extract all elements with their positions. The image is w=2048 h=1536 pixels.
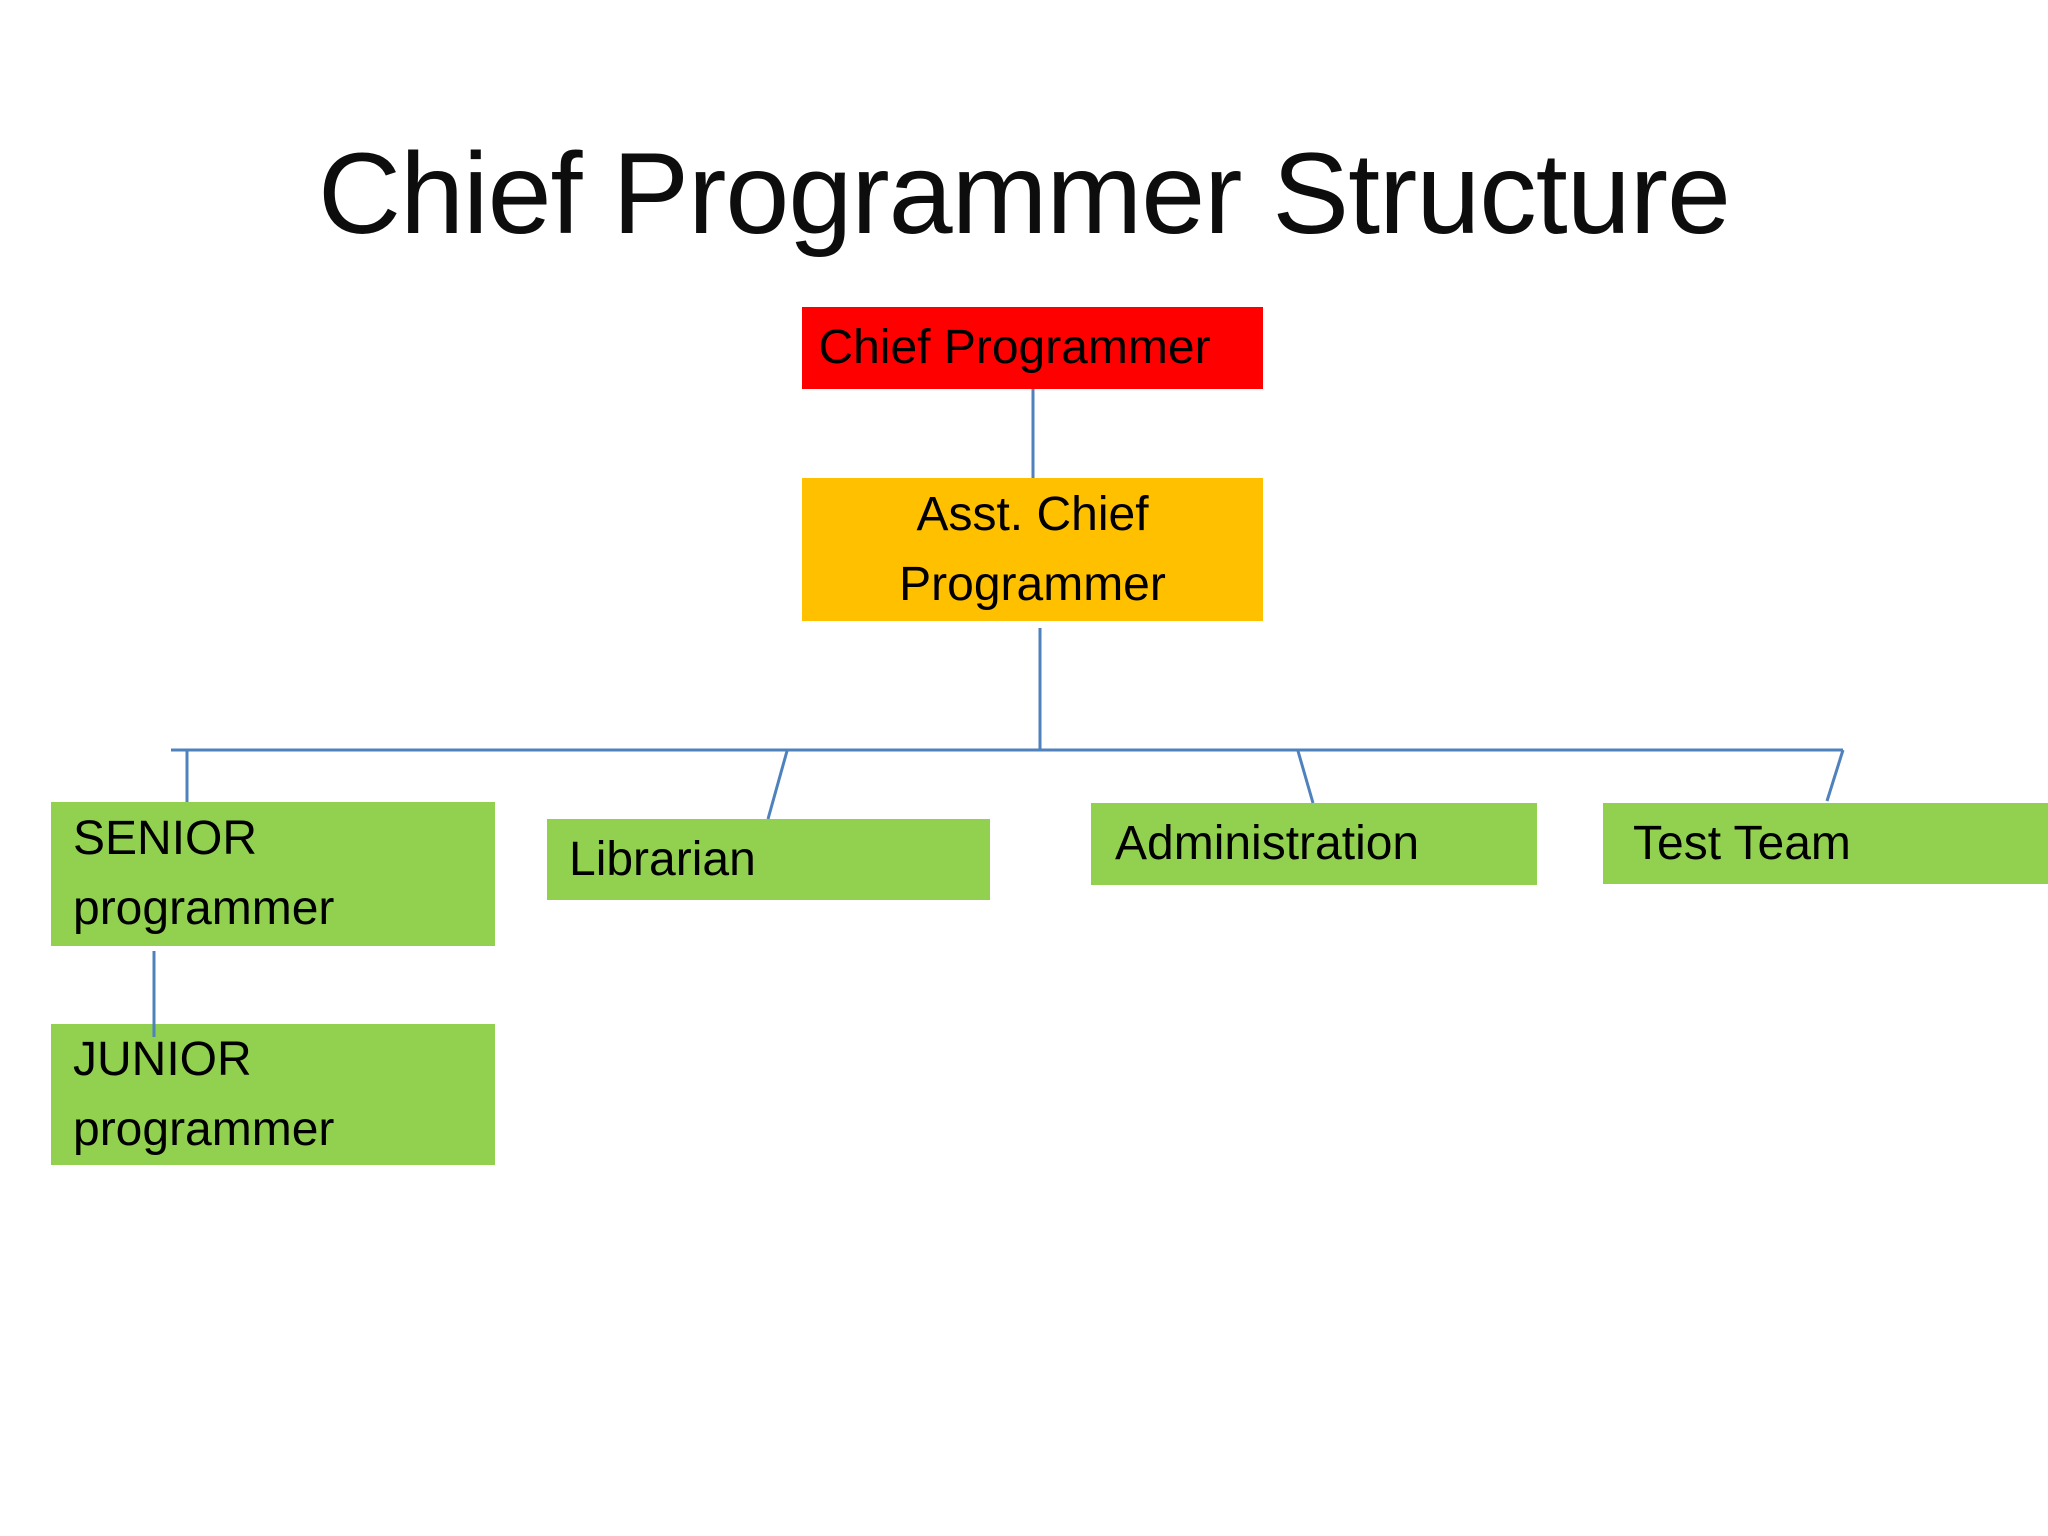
connector-branch-to-test-team xyxy=(1825,749,1845,802)
org-node-senior-programmer: SENIOR programmer xyxy=(51,802,495,946)
org-node-junior-programmer: JUNIOR programmer xyxy=(51,1024,495,1165)
org-node-label: Librarian xyxy=(569,832,756,886)
org-node-administration: Administration xyxy=(1091,803,1537,885)
org-node-asst-chief-programmer: Asst. Chief Programmer xyxy=(802,478,1263,621)
org-node-label-line2: programmer xyxy=(73,882,335,935)
connector-branch-to-administration xyxy=(1296,750,1315,804)
slide-title: Chief Programmer Structure xyxy=(318,130,1731,258)
org-node-label: Chief Programmer xyxy=(818,321,1211,374)
org-node-label-line1: SENIOR xyxy=(73,812,258,865)
org-node-label: Test Team xyxy=(1633,816,1851,870)
org-node-label: Administration xyxy=(1115,817,1420,870)
org-node-label-line1: JUNIOR xyxy=(73,1032,252,1086)
org-node-chief-programmer: Chief Programmer xyxy=(802,307,1263,389)
org-node-test-team: Test Team xyxy=(1603,803,2048,884)
connector-branch-to-librarian xyxy=(766,750,789,820)
org-node-label-line2: programmer xyxy=(73,1102,335,1156)
org-node-label-line1: Asst. Chief xyxy=(916,487,1149,541)
org-node-librarian: Librarian xyxy=(547,819,990,900)
org-node-label-line2: Programmer xyxy=(899,557,1166,611)
